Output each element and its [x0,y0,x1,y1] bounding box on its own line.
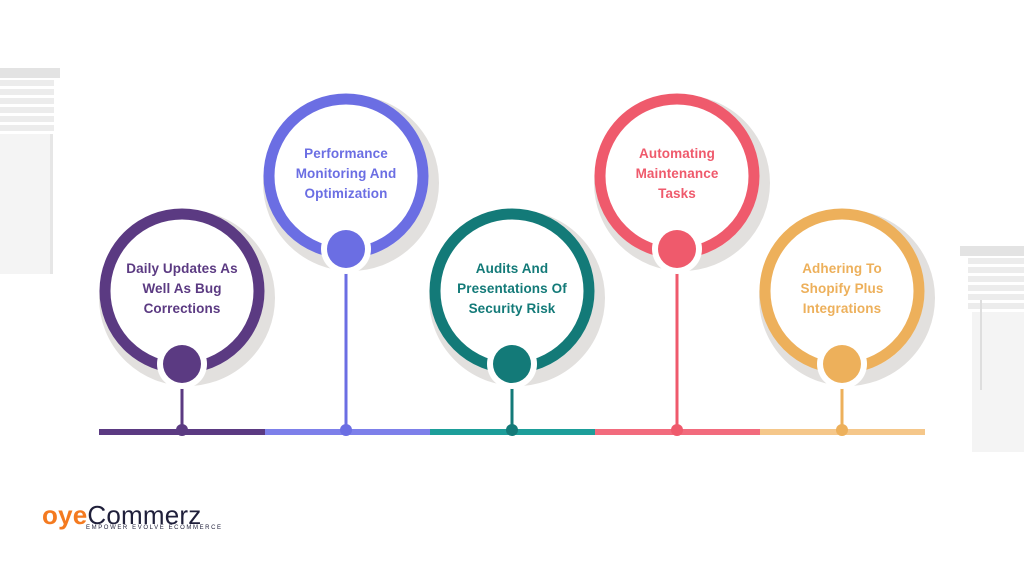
node-label-line: Automating [639,146,715,161]
node-hub [493,345,531,383]
brand-name-commerz: Commerz [87,500,202,530]
node-stem [675,262,679,428]
node-disc [105,214,259,368]
timeline-node-4 [594,93,770,436]
brand-name: oyeCommerz [42,500,201,530]
brand-name-oye: oye [42,500,88,530]
timeline-node-5 [759,208,935,436]
node-label-line: Shopify Plus [800,281,884,296]
brand-logo: oyeCommerz EMPOWER EVOLVE ECOMMERCE [42,500,242,540]
node-stem [180,377,184,428]
node-connector-dot [671,424,683,436]
left-window-blind-decoration [0,68,60,274]
node-connector-dot [836,424,848,436]
node-stem [510,377,514,428]
node-hub [163,345,201,383]
timeline-node-2 [263,93,439,436]
node-label-line: Optimization [304,186,388,201]
node-label-line: Well As Bug [142,281,222,296]
brand-tagline: EMPOWER EVOLVE ECOMMERCE [86,525,223,531]
node-connector-dot [340,424,352,436]
right-window-blind-decoration [960,246,1024,452]
node-label-line: Performance [304,146,388,161]
node-label-line: Audits And [475,261,549,276]
node-label-line: Monitoring And [295,166,397,181]
timeline-node-1 [99,208,275,436]
node-disc [765,214,919,368]
node-disc [435,214,589,368]
node-label-line: Daily Updates As [126,261,238,276]
node-stem [344,262,348,428]
node-label-line: Integrations [802,301,882,316]
node-hub [658,230,696,268]
node-label-line: Presentations Of [457,281,567,296]
node-label-line: Maintenance [635,166,719,181]
node-label-line: Tasks [658,186,696,201]
node-hub [823,345,861,383]
node-label-line: Adhering To [802,261,882,276]
node-connector-dot [506,424,518,436]
node-disc [269,99,423,253]
timeline-node-3 [429,208,605,436]
node-label-line: Security Risk [468,301,556,316]
node-layer [99,93,935,436]
node-stem [840,377,844,428]
node-label-line: Corrections [143,301,221,316]
node-hub [327,230,365,268]
node-disc [600,99,754,253]
node-connector-dot [176,424,188,436]
